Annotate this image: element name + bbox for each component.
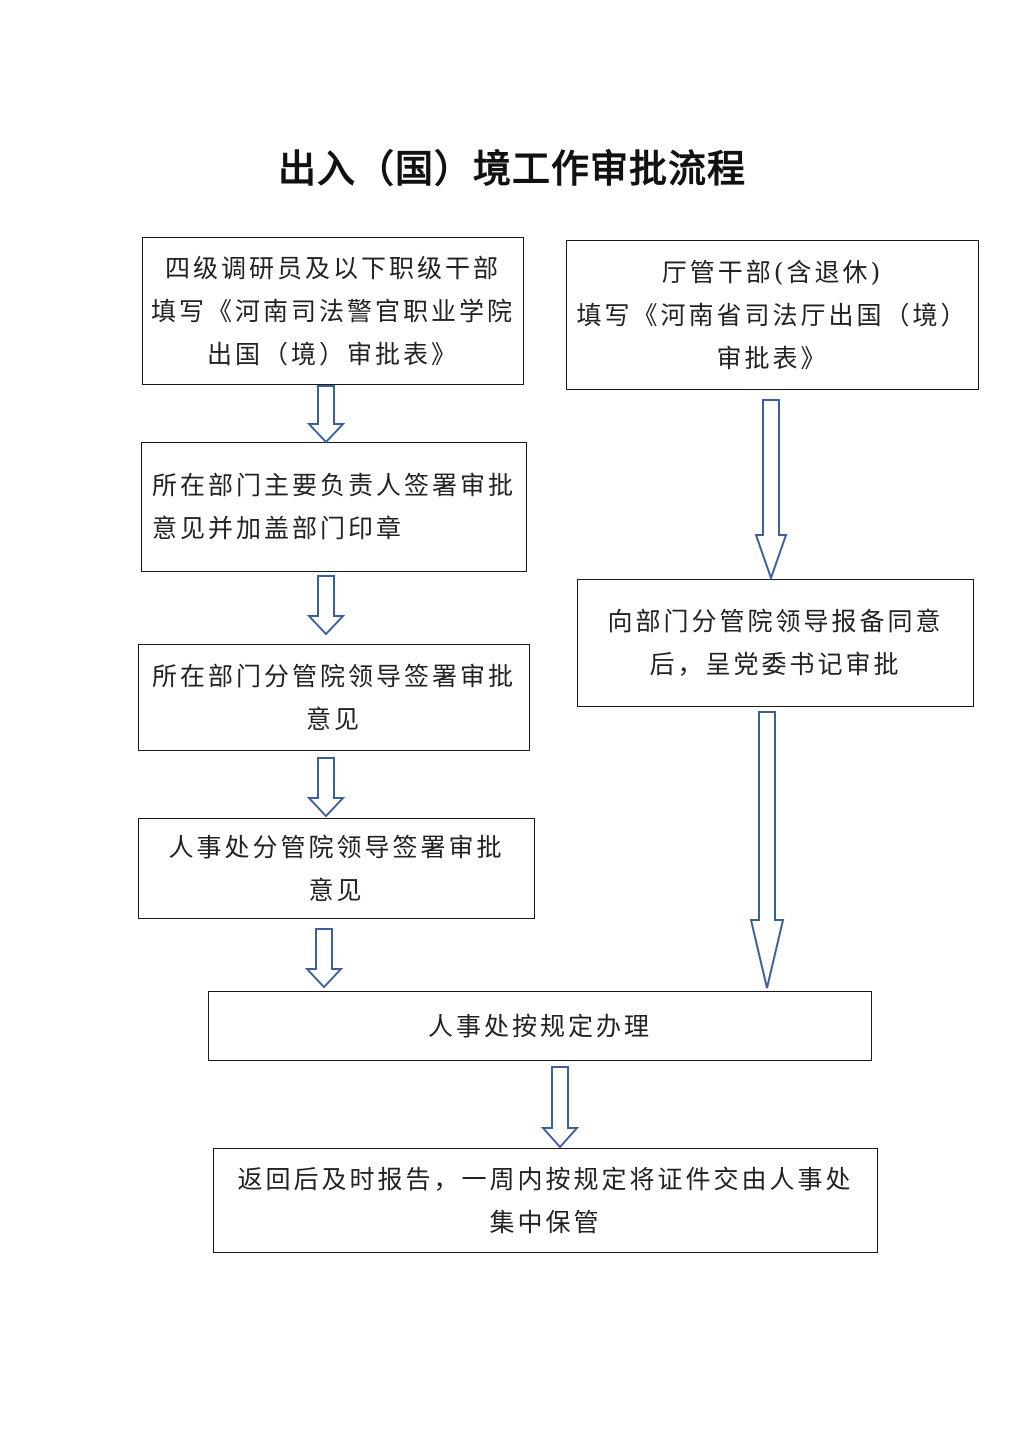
down-arrow-icon bbox=[754, 399, 788, 582]
step-text-line: 出国（境）审批表》 bbox=[206, 339, 459, 369]
down-arrow-icon bbox=[306, 575, 346, 636]
step-text-line: 所在部门主要负责人签署审批 bbox=[151, 471, 516, 500]
step-box-fill-form-cadre: 厅管干部(含退休) 填写《河南省司法厅出国（境） 审批表》 bbox=[566, 240, 979, 390]
step-box-hr-processing: 人事处按规定办理 bbox=[208, 991, 872, 1061]
step-text-line: 填写《河南省司法厅出国（境） bbox=[576, 300, 969, 330]
step-text-line: 返回后及时报告，一周内按规定将证件交由人事处 bbox=[237, 1164, 854, 1194]
step-box-return-report: 返回后及时报告，一周内按规定将证件交由人事处 集中保管 bbox=[213, 1148, 878, 1253]
down-arrow-icon bbox=[540, 1066, 580, 1149]
step-box-department-head-approval: 所在部门主要负责人签署审批 意见并加盖部门印章 bbox=[141, 442, 527, 572]
step-text-line: 人事处按规定办理 bbox=[427, 1011, 652, 1041]
page-title: 出入（国）境工作审批流程 bbox=[277, 146, 746, 191]
step-text-line: 向部门分管院领导报备同意 bbox=[607, 607, 944, 636]
step-text-line: 厅管干部(含退休) bbox=[661, 257, 884, 287]
step-text-line: 所在部门分管院领导签署审批 bbox=[151, 661, 516, 691]
step-text-line: 意见 bbox=[305, 704, 362, 734]
step-text-line: 人事处分管院领导签署审批 bbox=[168, 832, 505, 862]
down-arrow-icon bbox=[306, 385, 346, 444]
step-box-fill-form-staff: 四级调研员及以下职级干部 填写《河南司法警官职业学院 出国（境）审批表》 bbox=[142, 237, 524, 385]
down-arrow-icon bbox=[749, 711, 785, 989]
step-box-department-leader-approval: 所在部门分管院领导签署审批 意见 bbox=[138, 644, 530, 751]
step-text-line: 意见 bbox=[308, 875, 365, 905]
step-text-line: 后，呈党委书记审批 bbox=[649, 650, 902, 679]
step-text-line: 意见并加盖部门印章 bbox=[151, 514, 404, 543]
step-text-line: 集中保管 bbox=[489, 1207, 602, 1237]
step-box-party-secretary-approval: 向部门分管院领导报备同意 后，呈党委书记审批 bbox=[577, 579, 974, 707]
down-arrow-icon bbox=[304, 928, 344, 989]
down-arrow-icon bbox=[306, 757, 346, 818]
step-text-line: 四级调研员及以下职级干部 bbox=[164, 253, 501, 283]
step-box-hr-leader-approval: 人事处分管院领导签署审批 意见 bbox=[138, 818, 535, 919]
step-text-line: 填写《河南司法警官职业学院 bbox=[150, 296, 515, 326]
step-text-line: 审批表》 bbox=[716, 343, 829, 373]
